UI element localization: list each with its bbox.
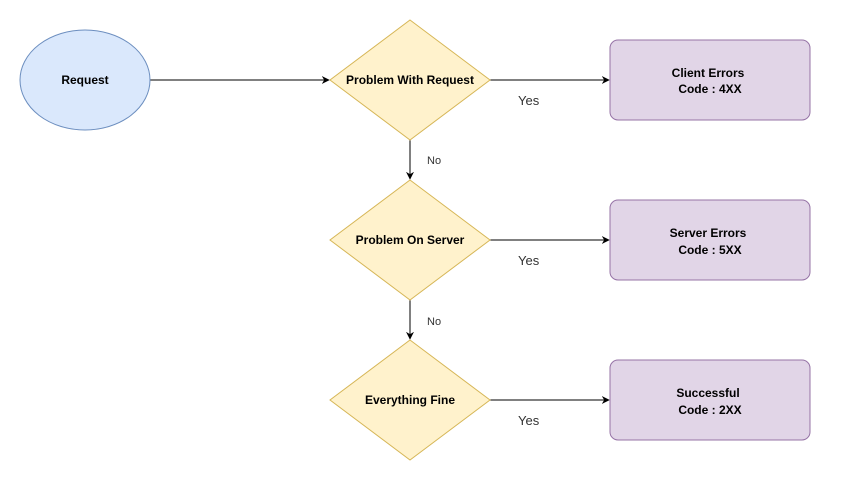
server-errors-title: Server Errors (670, 226, 747, 240)
successful-title: Successful (676, 386, 739, 400)
problem-with-request-diamond (329, 19, 491, 141)
node-problem-with-request: Problem With Request (329, 19, 491, 141)
node-successful: Successful Code : 2XX (609, 359, 811, 441)
server-errors-code: Code : 5XX (678, 243, 741, 257)
server-errors-box (609, 199, 811, 281)
successful-box (609, 359, 811, 441)
edge-label-no-1: No (427, 155, 441, 167)
client-errors-title: Client Errors (672, 66, 745, 80)
node-problem-on-server: Problem On Server (329, 179, 491, 301)
everything-fine-diamond (329, 339, 491, 461)
edge-label-yes-1: Yes (518, 93, 540, 108)
successful-code: Code : 2XX (678, 403, 741, 417)
node-server-errors: Server Errors Code : 5XX (609, 199, 811, 281)
request-ellipse (19, 29, 151, 131)
client-errors-code: Code : 4XX (678, 82, 741, 96)
everything-fine-label: Everything Fine (365, 393, 455, 407)
edge-label-yes-3: Yes (518, 413, 540, 428)
node-client-errors: Client Errors Code : 4XX (609, 39, 811, 121)
node-request: Request (19, 29, 151, 131)
node-everything-fine: Everything Fine (329, 339, 491, 461)
request-label: Request (61, 73, 108, 87)
edge-label-no-2: No (427, 316, 441, 328)
problem-on-server-label: Problem On Server (356, 233, 465, 247)
problem-with-request-label: Problem With Request (346, 73, 474, 87)
client-errors-box (609, 39, 811, 121)
edge-label-yes-2: Yes (518, 253, 540, 268)
problem-on-server-diamond (329, 179, 491, 301)
